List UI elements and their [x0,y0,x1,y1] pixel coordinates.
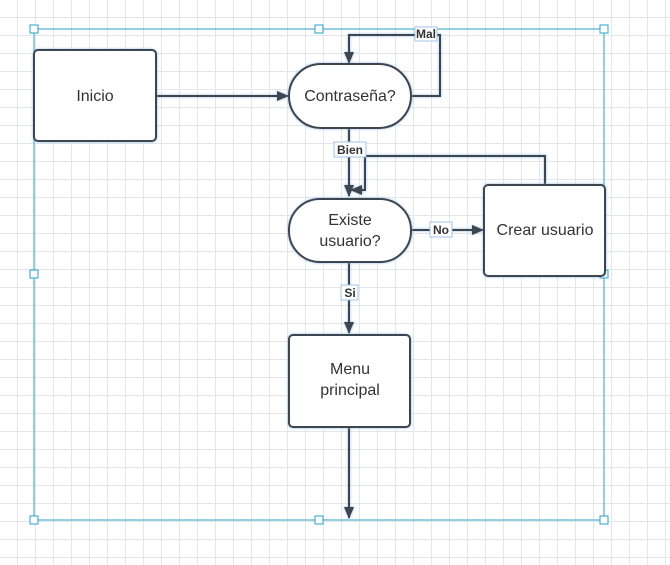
node-inicio[interactable]: Inicio [33,49,157,142]
node-crear-usuario[interactable]: Crear usuario [483,184,606,277]
edge-label-bien[interactable]: Bien [333,141,367,158]
edge-label-mal-text: Mal [416,27,436,41]
resize-handle-bottom-center[interactable] [314,515,324,525]
resize-handle-top-center[interactable] [314,24,324,34]
node-menu-principal[interactable]: Menu principal [288,334,411,428]
resize-handle-middle-left[interactable] [29,269,39,279]
node-menu-label-line1: Menu [330,361,370,378]
edge-label-si[interactable]: Si [340,284,359,301]
resize-handle-top-left[interactable] [29,24,39,34]
resize-handle-bottom-left[interactable] [29,515,39,525]
node-existe-usuario[interactable]: Existe usuario? [288,198,412,263]
selection-handles[interactable] [29,24,609,525]
edge-label-si-text: Si [344,286,355,300]
edge-label-no[interactable]: No [429,221,453,238]
edge-contrasena-mal-loop[interactable] [344,34,441,97]
edge-label-mal[interactable]: Mal [414,26,438,42]
resize-handle-bottom-right[interactable] [599,515,609,525]
node-contrasena[interactable]: Contraseña? [288,63,412,129]
node-contrasena-label: Contraseña? [304,88,396,105]
node-menu-label-line2: principal [320,382,380,399]
node-existe-label-line1: Existe [328,212,372,229]
node-crear-label: Crear usuario [497,222,594,239]
resize-handle-top-right[interactable] [599,24,609,34]
edge-label-bien-text: Bien [337,143,363,157]
node-inicio-label: Inicio [76,88,113,105]
edge-label-no-text: No [433,223,449,237]
node-existe-label-line2: usuario? [319,233,380,250]
